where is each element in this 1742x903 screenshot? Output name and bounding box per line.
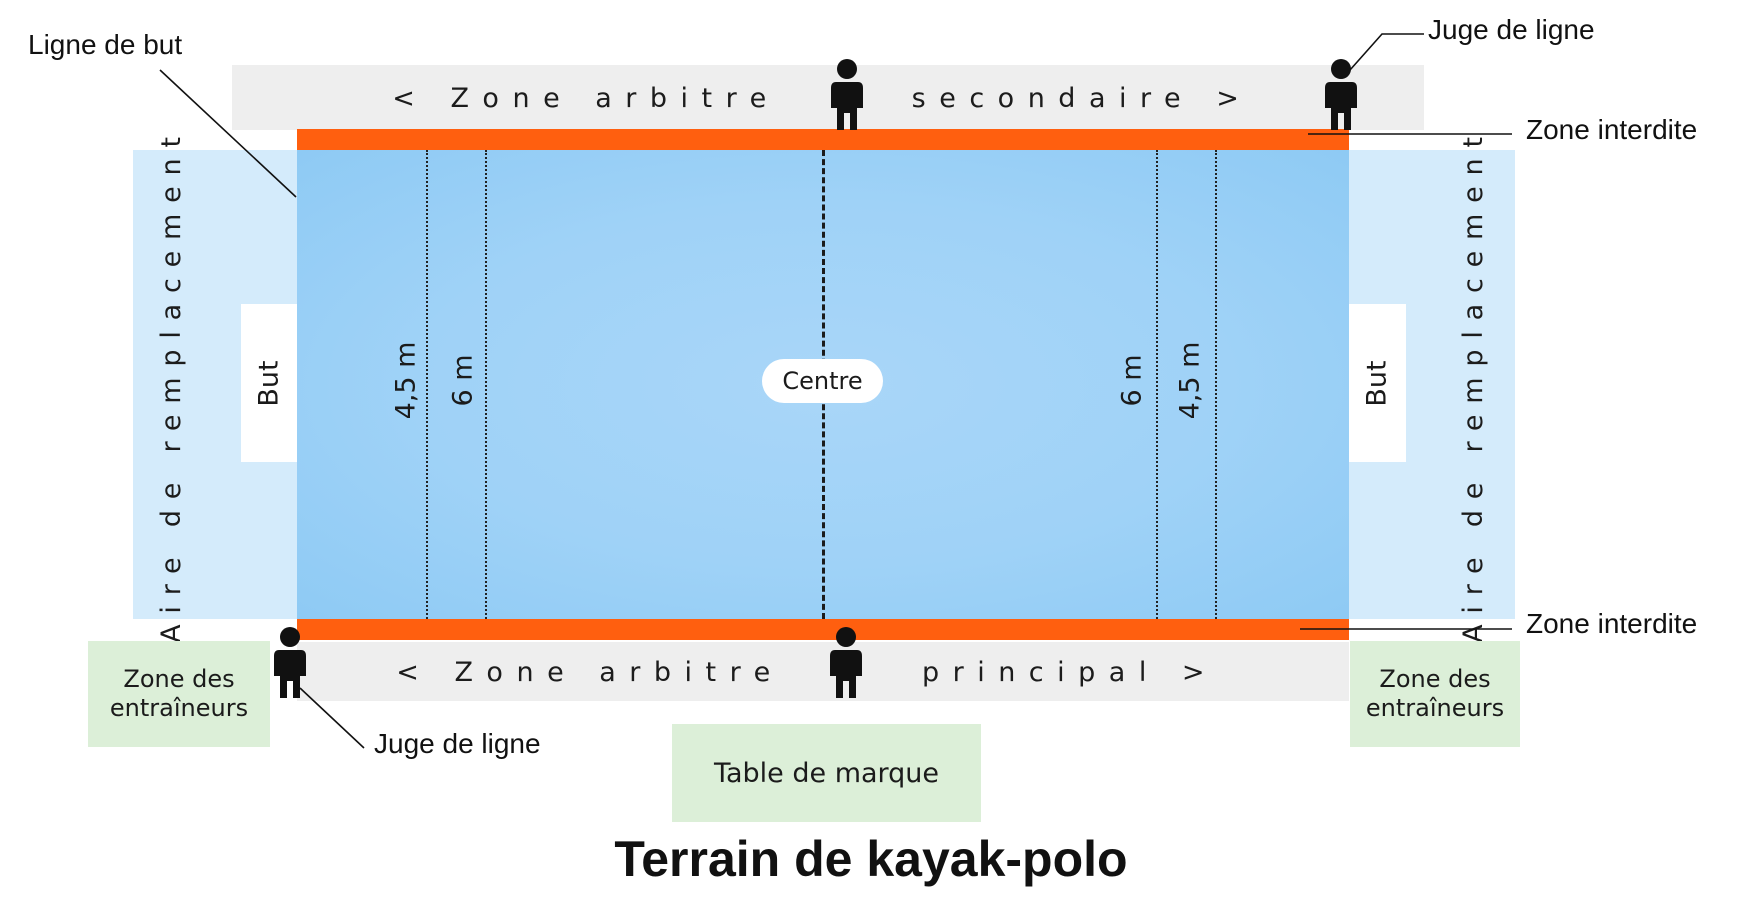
distance-label-wrap: 6 m <box>443 340 483 420</box>
person-icon <box>830 627 862 698</box>
main-referee-zone <box>297 642 1349 701</box>
person-icon <box>1325 59 1357 130</box>
forbidden-zone-label-top: Zone interdite <box>1526 114 1698 145</box>
diagram-title: Terrain de kayak-polo <box>614 831 1128 887</box>
distance-label-4-5m-right: 4,5 m <box>1174 341 1206 419</box>
line-6m-left <box>485 150 487 619</box>
center-label: Centre <box>762 359 883 403</box>
goal-left: But <box>241 304 297 462</box>
substitution-label-left-wrap: Aire de remplacement <box>151 126 191 643</box>
substitution-label-right-wrap: Aire de remplacement <box>1453 126 1493 643</box>
person-icon <box>831 59 863 130</box>
line-judge-label-top: Juge de ligne <box>1428 14 1595 45</box>
person-icon <box>274 627 306 698</box>
distance-label-4-5m-left: 4,5 m <box>390 341 422 419</box>
coach-zone-right: Zone des entraîneurs <box>1350 641 1520 747</box>
forbidden-zone-top <box>297 129 1349 150</box>
score-table: Table de marque <box>672 724 981 822</box>
distance-label-6m-left: 6 m <box>447 353 479 407</box>
substitution-label: Aire de remplacement <box>155 126 187 643</box>
line-4-5m-right <box>1215 150 1217 619</box>
main-referee-label-right: principal > <box>921 656 1219 688</box>
goal-label: But <box>1361 359 1393 407</box>
main-referee-label-left: < Zone arbitre <box>396 656 784 688</box>
line-6m-right <box>1156 150 1158 619</box>
line-judge-label-bottom: Juge de ligne <box>374 728 541 759</box>
secondary-referee-label-left: < Zone arbitre <box>392 82 780 114</box>
line-4-5m-left <box>426 150 428 619</box>
distance-label-6m-right: 6 m <box>1116 353 1148 407</box>
goal-label: But <box>253 359 285 407</box>
distance-label-wrap: 4,5 m <box>386 340 426 420</box>
goal-right: But <box>1349 304 1406 462</box>
forbidden-zone-bottom <box>297 619 1349 640</box>
coach-zone-left: Zone des entraîneurs <box>88 641 270 747</box>
forbidden-zone-label-bottom: Zone interdite <box>1526 608 1698 639</box>
secondary-referee-label-right: secondaire > <box>911 82 1253 114</box>
goal-line-label: Ligne de but <box>28 29 183 60</box>
secondary-referee-zone <box>232 65 1424 130</box>
distance-label-wrap: 6 m <box>1112 340 1152 420</box>
distance-label-wrap: 4,5 m <box>1170 340 1210 420</box>
substitution-label: Aire de remplacement <box>1457 126 1489 643</box>
